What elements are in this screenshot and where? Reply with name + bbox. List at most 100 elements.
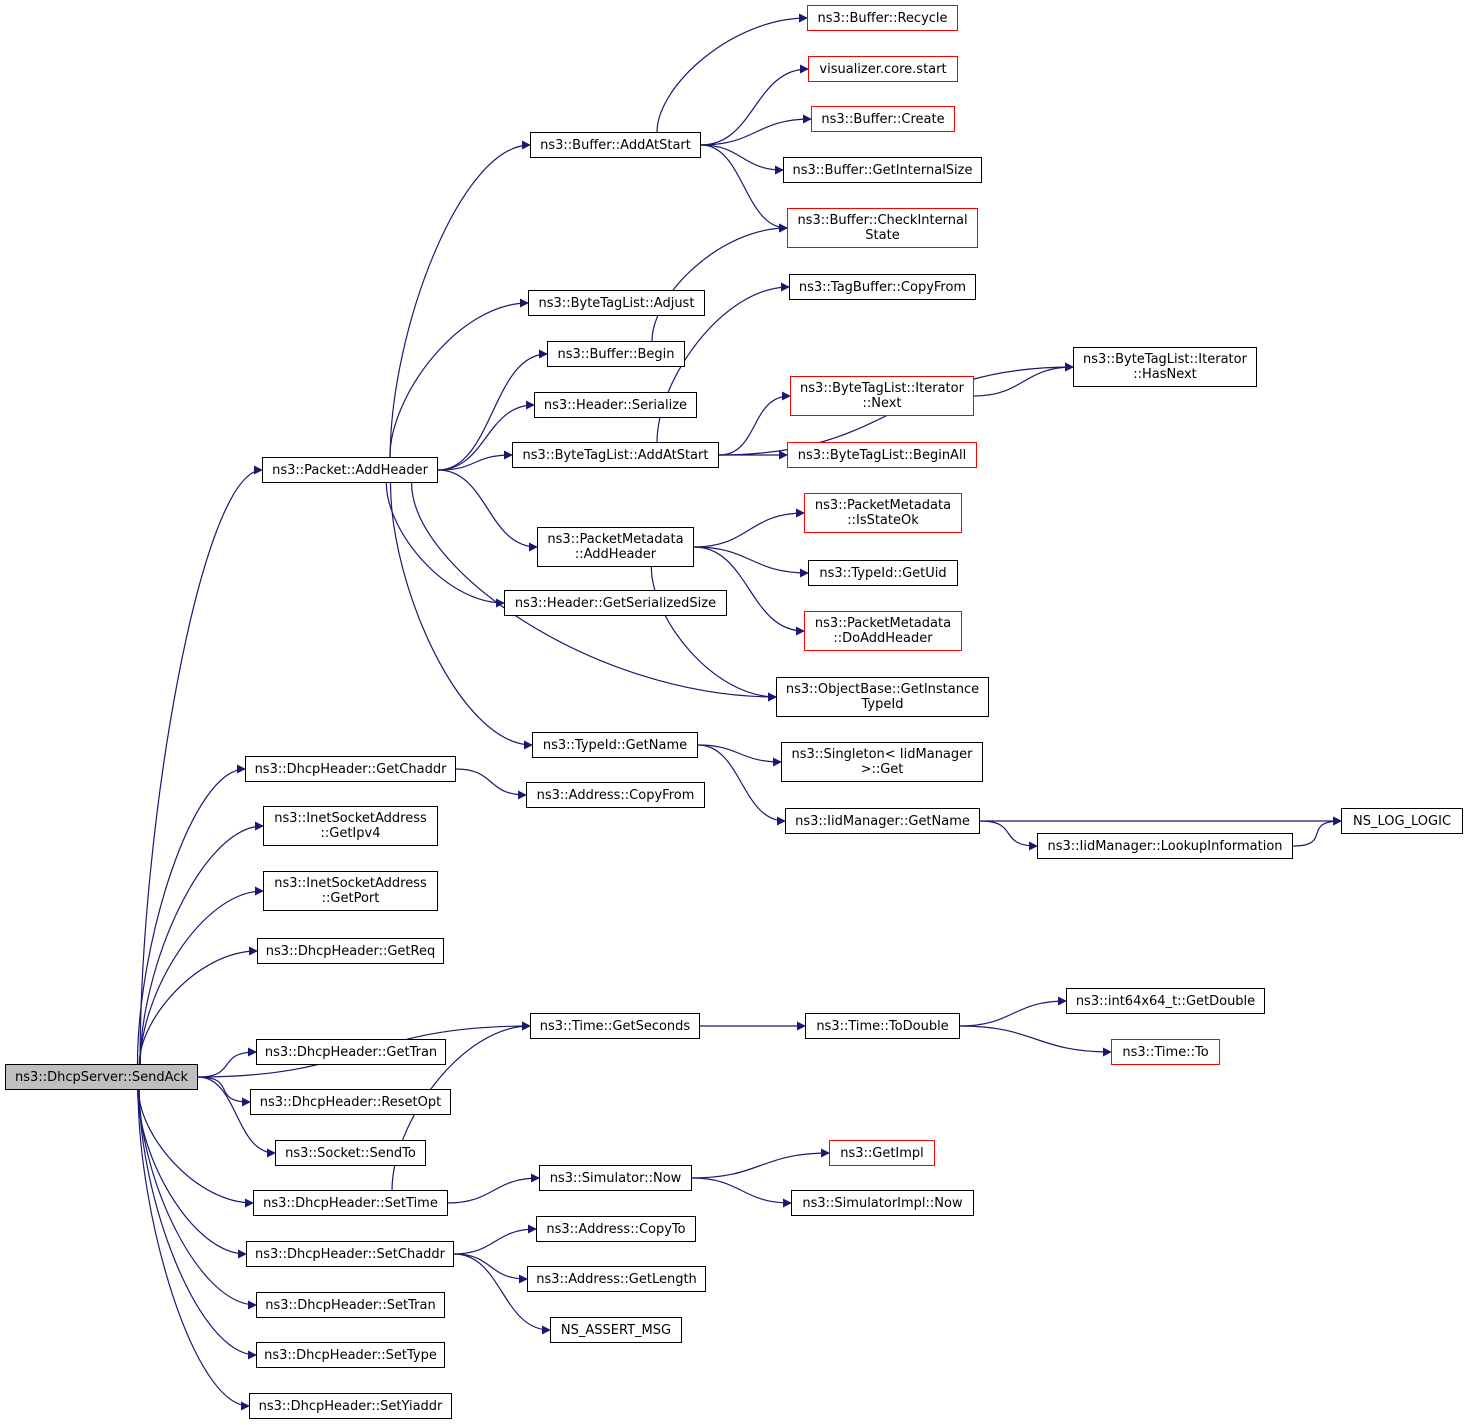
edge-set-time-to-simulator-now bbox=[447, 1173, 540, 1204]
node-bytetaglist-adjust[interactable]: ns3::ByteTagList::Adjust bbox=[528, 290, 705, 316]
node-address-copy-from[interactable]: ns3::Address::CopyFrom bbox=[526, 782, 705, 808]
node-set-tran[interactable]: ns3::DhcpHeader::SetTran bbox=[256, 1292, 445, 1318]
node-label: ns3::Time::To bbox=[1122, 1044, 1209, 1060]
edge-add-header-to-bytetaglist-adjust bbox=[389, 298, 529, 458]
node-label: ns3::Buffer::AddAtStart bbox=[540, 137, 691, 153]
node-set-time[interactable]: ns3::DhcpHeader::SetTime bbox=[253, 1190, 448, 1216]
edge-add-header-to-bytetaglist-add-at-start bbox=[437, 450, 513, 471]
node-label: ns3::Address::CopyFrom bbox=[536, 787, 695, 803]
node-label: ::AddHeader bbox=[574, 547, 657, 562]
node-ns-log-logic[interactable]: NS_LOG_LOGIC bbox=[1341, 808, 1463, 834]
node-singleton-get[interactable]: ns3::Singleton< IidManager>::Get bbox=[781, 742, 983, 782]
node-label: ns3::SimulatorImpl::Now bbox=[802, 1195, 963, 1211]
edge-send-ack-to-send-to bbox=[197, 1076, 276, 1158]
edge-send-ack-to-set-chaddr bbox=[137, 1089, 247, 1259]
node-label: ns3::Socket::SendTo bbox=[285, 1145, 416, 1161]
node-label: ns3::InetSocketAddress bbox=[274, 811, 427, 826]
node-send-to[interactable]: ns3::Socket::SendTo bbox=[275, 1140, 426, 1166]
node-time-to-double[interactable]: ns3::Time::ToDouble bbox=[805, 1013, 960, 1039]
node-typeid-get-name[interactable]: ns3::TypeId::GetName bbox=[532, 732, 698, 758]
node-label: ::IsStateOk bbox=[847, 513, 919, 528]
node-get-req[interactable]: ns3::DhcpHeader::GetReq bbox=[257, 938, 444, 964]
node-iterator-next[interactable]: ns3::ByteTagList::Iterator::Next bbox=[790, 376, 974, 416]
edge-send-ack-to-get-req bbox=[138, 946, 258, 1065]
node-get-ipv4[interactable]: ns3::InetSocketAddress::GetIpv4 bbox=[263, 806, 438, 846]
node-label: ns3::Singleton< IidManager bbox=[791, 747, 973, 762]
edge-buffer-add-at-start-to-buffer-recycle bbox=[656, 13, 808, 133]
node-label: ns3::Packet::AddHeader bbox=[272, 462, 428, 478]
node-label: ::GetIpv4 bbox=[320, 826, 381, 841]
node-buffer-get-internal-size[interactable]: ns3::Buffer::GetInternalSize bbox=[783, 157, 982, 183]
node-iidmanager-lookup-information[interactable]: ns3::IidManager::LookupInformation bbox=[1037, 833, 1293, 859]
node-get-tran[interactable]: ns3::DhcpHeader::GetTran bbox=[256, 1039, 446, 1065]
node-set-chaddr[interactable]: ns3::DhcpHeader::SetChaddr bbox=[246, 1241, 454, 1267]
node-time-get-seconds[interactable]: ns3::Time::GetSeconds bbox=[530, 1013, 700, 1039]
node-label: ns3::DhcpHeader::SetTime bbox=[263, 1195, 438, 1211]
node-buffer-add-at-start[interactable]: ns3::Buffer::AddAtStart bbox=[530, 132, 701, 158]
node-simulatorimpl-now[interactable]: ns3::SimulatorImpl::Now bbox=[791, 1190, 974, 1216]
node-label: ns3::ByteTagList::Iterator bbox=[1083, 352, 1247, 367]
edge-iidmanager-get-name-to-iidmanager-lookup-information bbox=[979, 820, 1038, 851]
node-iidmanager-get-name[interactable]: ns3::IidManager::GetName bbox=[785, 808, 980, 834]
edge-pm-add-header-to-pm-is-state-ok bbox=[693, 508, 805, 548]
node-typeid-get-uid[interactable]: ns3::TypeId::GetUid bbox=[808, 560, 958, 586]
node-bytetaglist-begin-all[interactable]: ns3::ByteTagList::BeginAll bbox=[787, 442, 977, 468]
node-iterator-has-next[interactable]: ns3::ByteTagList::Iterator::HasNext bbox=[1073, 347, 1257, 387]
edge-send-ack-to-get-chaddr bbox=[136, 764, 246, 1065]
node-get-impl[interactable]: ns3::GetImpl bbox=[829, 1140, 935, 1166]
node-header-get-serialized-size[interactable]: ns3::Header::GetSerializedSize bbox=[504, 590, 727, 616]
edge-time-to-double-to-int64x64-get-double bbox=[959, 996, 1067, 1027]
node-buffer-begin[interactable]: ns3::Buffer::Begin bbox=[547, 341, 685, 367]
edge-send-ack-to-set-time bbox=[138, 1089, 254, 1208]
node-tagbuffer-copy-from[interactable]: ns3::TagBuffer::CopyFrom bbox=[789, 274, 976, 300]
edge-send-ack-to-get-port bbox=[139, 886, 264, 1065]
node-pm-do-add-header[interactable]: ns3::PacketMetadata::DoAddHeader bbox=[804, 611, 962, 651]
node-get-port[interactable]: ns3::InetSocketAddress::GetPort bbox=[263, 871, 438, 911]
node-label: ns3::PacketMetadata bbox=[814, 498, 952, 513]
edge-send-ack-to-get-ipv4 bbox=[139, 821, 264, 1065]
node-label: ns3::DhcpHeader::ResetOpt bbox=[259, 1094, 442, 1110]
node-address-copy-to[interactable]: ns3::Address::CopyTo bbox=[536, 1216, 696, 1242]
node-label: ns3::IidManager::LookupInformation bbox=[1047, 838, 1283, 854]
node-pm-add-header[interactable]: ns3::PacketMetadata::AddHeader bbox=[537, 527, 694, 567]
node-label: ns3::Buffer::Create bbox=[821, 111, 945, 127]
edge-time-to-double-to-time-to bbox=[959, 1025, 1112, 1057]
node-label: ns3::TagBuffer::CopyFrom bbox=[798, 279, 967, 295]
node-bytetaglist-add-at-start[interactable]: ns3::ByteTagList::AddAtStart bbox=[512, 442, 719, 468]
node-label: ns3::DhcpHeader::SetType bbox=[264, 1347, 437, 1363]
edge-send-ack-to-set-yiaddr bbox=[137, 1089, 250, 1411]
node-buffer-create[interactable]: ns3::Buffer::Create bbox=[811, 106, 955, 132]
node-address-get-length[interactable]: ns3::Address::GetLength bbox=[527, 1266, 706, 1292]
node-time-to[interactable]: ns3::Time::To bbox=[1111, 1039, 1220, 1065]
node-simulator-now[interactable]: ns3::Simulator::Now bbox=[539, 1165, 692, 1191]
node-reset-opt[interactable]: ns3::DhcpHeader::ResetOpt bbox=[250, 1089, 451, 1115]
node-label: ns3::ByteTagList::Iterator bbox=[800, 381, 964, 396]
node-label: ns3::Address::GetLength bbox=[536, 1271, 697, 1287]
edge-buffer-add-at-start-to-buffer-check-internal-state bbox=[700, 144, 788, 233]
node-visualizer-core-start[interactable]: visualizer.core.start bbox=[808, 56, 958, 82]
node-get-chaddr[interactable]: ns3::DhcpHeader::GetChaddr bbox=[245, 756, 456, 782]
node-send-ack: ns3::DhcpServer::SendAck bbox=[5, 1064, 198, 1090]
node-pm-is-state-ok[interactable]: ns3::PacketMetadata::IsStateOk bbox=[804, 493, 962, 533]
node-buffer-recycle[interactable]: ns3::Buffer::Recycle bbox=[807, 5, 958, 31]
edge-add-header-to-pm-add-header bbox=[437, 469, 538, 552]
node-ns-assert-msg[interactable]: NS_ASSERT_MSG bbox=[550, 1317, 682, 1343]
node-header-serialize[interactable]: ns3::Header::Serialize bbox=[534, 392, 697, 418]
node-set-type[interactable]: ns3::DhcpHeader::SetType bbox=[256, 1342, 445, 1368]
node-add-header[interactable]: ns3::Packet::AddHeader bbox=[262, 457, 438, 483]
edge-send-ack-to-get-tran bbox=[197, 1047, 257, 1078]
edge-bytetaglist-add-at-start-to-iterator-next bbox=[718, 391, 791, 456]
node-label: ns3::DhcpHeader::GetTran bbox=[264, 1044, 438, 1060]
edge-simulator-now-to-get-impl bbox=[691, 1148, 830, 1179]
node-label: ns3::ByteTagList::AddAtStart bbox=[522, 447, 709, 463]
node-label: ns3::Buffer::Begin bbox=[557, 346, 675, 362]
node-int64x64-get-double[interactable]: ns3::int64x64_t::GetDouble bbox=[1066, 988, 1265, 1014]
node-label: TypeId bbox=[861, 697, 904, 712]
node-label: ns3::Simulator::Now bbox=[549, 1170, 682, 1186]
node-set-yiaddr[interactable]: ns3::DhcpHeader::SetYiaddr bbox=[249, 1393, 452, 1419]
node-label: ns3::DhcpHeader::SetTran bbox=[265, 1297, 436, 1313]
edge-add-header-to-buffer-begin bbox=[437, 349, 548, 471]
edge-set-chaddr-to-address-get-length bbox=[453, 1253, 528, 1284]
